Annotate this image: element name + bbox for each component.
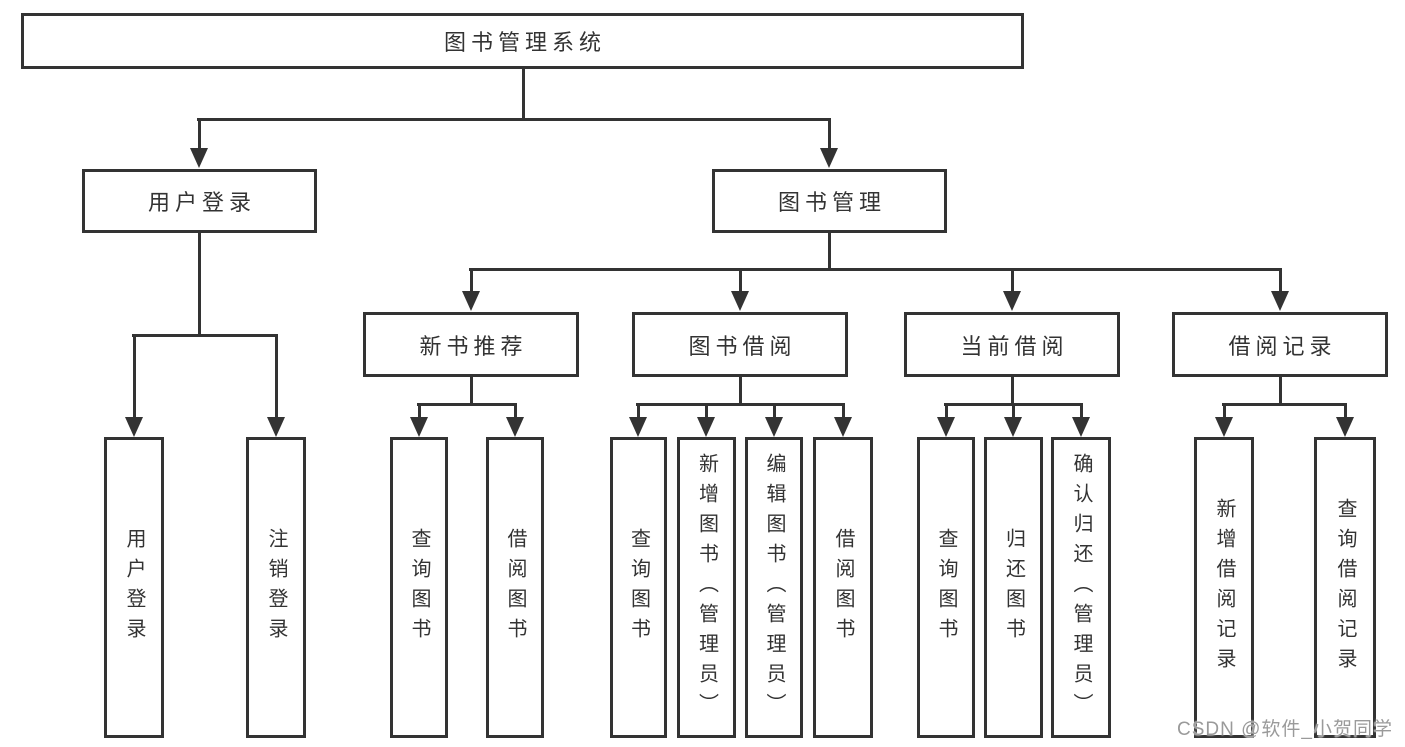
leaf-query-books-borrowing-label: 查询图书 [627, 527, 650, 648]
leaf-borrow-books-recommend: 借阅图书 [486, 437, 544, 738]
arrowhead-down-icon [410, 417, 428, 437]
connector-line-vertical [827, 233, 831, 271]
leaf-query-books-recommend-label: 查询图书 [408, 527, 430, 648]
arrowhead-down-icon [1003, 291, 1021, 311]
leaf-query-books-borrowing: 查询图书 [610, 437, 667, 738]
connector-line-vertical [1010, 269, 1014, 293]
arrowhead-down-icon [462, 291, 480, 311]
node-user-login: 用户登录 [82, 169, 317, 233]
connector-line-vertical [1011, 404, 1015, 420]
connector-line-vertical [944, 404, 948, 420]
leaf-add-borrow-record: 新增借阅记录 [1194, 437, 1254, 738]
connector-line-vertical [636, 404, 640, 420]
arrowhead-down-icon [820, 148, 838, 168]
leaf-logout: 注销登录 [246, 437, 306, 738]
node-book-borrowing: 图书借阅 [632, 312, 848, 377]
node-new-book-recommendation-label: 新书推荐 [419, 333, 528, 359]
connector-line-horizontal [469, 267, 1282, 271]
arrowhead-down-icon [1336, 417, 1354, 437]
connector-line-vertical [772, 404, 776, 420]
leaf-borrow-books-recommend-label: 借阅图书 [504, 527, 526, 648]
node-library-management-system-label: 图书管理系统 [443, 30, 606, 55]
arrowhead-down-icon [267, 417, 285, 437]
node-current-borrowing: 当前借阅 [904, 312, 1120, 377]
connector-line-vertical [132, 335, 136, 419]
connector-line-vertical [1343, 404, 1347, 420]
arrowhead-down-icon [125, 417, 143, 437]
arrowhead-down-icon [190, 148, 208, 168]
leaf-borrow-books-borrowing: 借阅图书 [813, 437, 873, 738]
leaf-confirm-return-admin-label: 确认归还（管理员） [1070, 452, 1092, 723]
connector-line-vertical [469, 377, 473, 406]
leaf-borrow-books-borrowing-label: 借阅图书 [832, 527, 854, 648]
connector-line-vertical [1010, 377, 1014, 406]
leaf-logout-label: 注销登录 [265, 527, 287, 648]
arrowhead-down-icon [765, 417, 783, 437]
leaf-query-borrow-record: 查询借阅记录 [1314, 437, 1376, 738]
arrowhead-down-icon [731, 291, 749, 311]
arrowhead-down-icon [1271, 291, 1289, 311]
connector-line-vertical [1278, 269, 1282, 293]
arrowhead-down-icon [697, 417, 715, 437]
leaf-return-books-label: 归还图书 [1002, 527, 1025, 648]
connector-line-vertical [521, 69, 525, 121]
leaf-add-books-admin: 新增图书（管理员） [677, 437, 736, 738]
leaf-add-books-admin-label: 新增图书（管理员） [695, 452, 718, 723]
arrowhead-down-icon [629, 417, 647, 437]
leaf-confirm-return-admin: 确认归还（管理员） [1051, 437, 1111, 738]
connector-line-vertical [417, 404, 421, 420]
connector-line-vertical [197, 233, 201, 337]
leaf-edit-books-admin-label: 编辑图书（管理员） [763, 452, 785, 723]
node-borrowing-records: 借阅记录 [1172, 312, 1388, 377]
arrowhead-down-icon [1004, 417, 1022, 437]
leaf-query-borrow-record-label: 查询借阅记录 [1334, 497, 1356, 678]
node-book-management-label: 图书管理 [777, 190, 886, 215]
connector-line-vertical [1079, 404, 1083, 420]
node-library-management-system: 图书管理系统 [21, 13, 1024, 69]
csdn-watermark: CSDN @软件_小贺同学 [1177, 719, 1393, 740]
connector-line-vertical [841, 404, 845, 420]
connector-line-vertical [827, 119, 831, 153]
connector-line-vertical [1278, 377, 1282, 406]
connector-line-vertical [738, 269, 742, 293]
connector-line-vertical [274, 335, 278, 419]
connector-line-horizontal [1222, 402, 1347, 406]
connector-line-horizontal [417, 402, 517, 406]
leaf-user-login-label: 用户登录 [123, 527, 145, 648]
node-borrowing-records-label: 借阅记录 [1228, 333, 1337, 359]
connector-line-vertical [513, 404, 517, 420]
node-user-login-label: 用户登录 [147, 190, 256, 215]
arrowhead-down-icon [937, 417, 955, 437]
connector-line-horizontal [132, 333, 278, 337]
arrowhead-down-icon [1072, 417, 1090, 437]
node-new-book-recommendation: 新书推荐 [363, 312, 579, 377]
connector-line-vertical [469, 269, 473, 293]
node-current-borrowing-label: 当前借阅 [960, 333, 1069, 359]
connector-line-vertical [197, 119, 201, 153]
arrowhead-down-icon [1215, 417, 1233, 437]
node-book-management: 图书管理 [712, 169, 947, 233]
connector-line-horizontal [636, 402, 845, 406]
node-book-borrowing-label: 图书借阅 [688, 333, 797, 359]
arrowhead-down-icon [834, 417, 852, 437]
leaf-query-books-current-label: 查询图书 [935, 527, 957, 648]
arrowhead-down-icon [506, 417, 524, 437]
connector-line-vertical [738, 377, 742, 406]
connector-line-horizontal [197, 117, 831, 121]
leaf-return-books: 归还图书 [984, 437, 1043, 738]
leaf-add-borrow-record-label: 新增借阅记录 [1213, 497, 1235, 678]
connector-line-vertical [704, 404, 708, 420]
leaf-query-books-recommend: 查询图书 [390, 437, 448, 738]
leaf-user-login: 用户登录 [104, 437, 164, 738]
connector-line-vertical [1222, 404, 1226, 420]
leaf-query-books-current: 查询图书 [917, 437, 975, 738]
leaf-edit-books-admin: 编辑图书（管理员） [745, 437, 803, 738]
